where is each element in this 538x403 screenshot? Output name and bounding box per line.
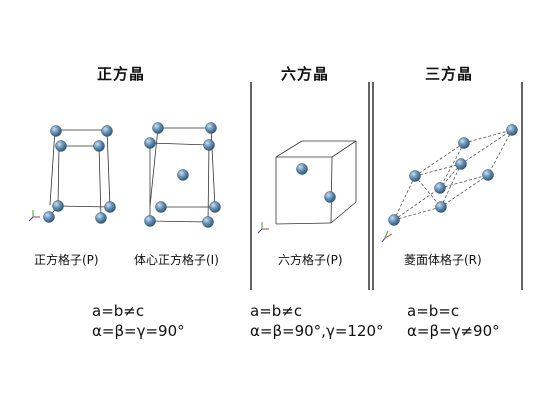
tetragonal-params: a=b≠c α=β=γ=90° bbox=[92, 301, 185, 341]
trigonal-params: a=b=c α=β=γ≠90° bbox=[407, 301, 500, 341]
atom-sphere-icon bbox=[482, 169, 494, 181]
hexagonal-params: a=b≠c α=β=90°,γ=120° bbox=[250, 301, 384, 341]
atom-sphere-icon bbox=[434, 182, 446, 194]
atom-sphere-icon bbox=[455, 158, 467, 170]
atom-sphere-icon bbox=[55, 140, 67, 152]
atom-sphere-icon bbox=[296, 163, 308, 175]
atom-sphere-icon bbox=[101, 125, 113, 137]
tetragonal-angle-relation: α=β=γ=90° bbox=[92, 322, 185, 340]
caption-rhombohedral: 菱面体格子(R) bbox=[404, 253, 482, 267]
atom-sphere-icon bbox=[409, 170, 421, 182]
atom-sphere-icon bbox=[324, 191, 336, 203]
tetragonal-title: 正方晶 bbox=[97, 65, 146, 83]
axis-triad-icon bbox=[257, 222, 269, 234]
caption-tetragonal-p: 正方格子(P) bbox=[34, 253, 99, 267]
atoms bbox=[43, 122, 518, 228]
trigonal-title: 三方晶 bbox=[425, 65, 474, 83]
atom-sphere-icon bbox=[435, 201, 447, 213]
atom-sphere-icon bbox=[52, 200, 64, 212]
atom-sphere-icon bbox=[458, 137, 470, 149]
tetragonal-p-cell bbox=[48, 129, 111, 219]
atom-sphere-icon bbox=[202, 216, 214, 228]
atom-sphere-icon bbox=[144, 137, 156, 149]
atom-sphere-icon bbox=[177, 169, 189, 181]
atom-sphere-icon bbox=[155, 201, 167, 213]
atom-sphere-icon bbox=[93, 140, 105, 152]
atom-sphere-icon bbox=[388, 214, 400, 226]
hexagonal-angle-relation: α=β=90°,γ=120° bbox=[250, 322, 384, 340]
caption-hexagonal-p: 六方格子(P) bbox=[278, 253, 343, 267]
trigonal-angle-relation: α=β=γ≠90° bbox=[407, 322, 500, 340]
atom-sphere-icon bbox=[144, 215, 156, 227]
axis-triad-icon bbox=[28, 210, 40, 222]
tetragonal-i-cell bbox=[149, 127, 216, 223]
caption-tetragonal-i: 体心正方格子(I) bbox=[134, 253, 219, 267]
atom-sphere-icon bbox=[152, 122, 164, 134]
trigonal-length-relation: a=b=c bbox=[407, 302, 460, 320]
atom-sphere-icon bbox=[506, 124, 518, 136]
atom-sphere-icon bbox=[205, 122, 217, 134]
atom-sphere-icon bbox=[209, 201, 221, 213]
atom-sphere-icon bbox=[104, 201, 116, 213]
atom-sphere-icon bbox=[95, 212, 107, 224]
hexagonal-length-relation: a=b≠c bbox=[250, 302, 303, 320]
atom-sphere-icon bbox=[43, 211, 55, 223]
atom-sphere-icon bbox=[50, 125, 62, 137]
tetragonal-length-relation: a=b≠c bbox=[92, 302, 145, 320]
atom-sphere-icon bbox=[203, 139, 215, 151]
hexagonal-cell bbox=[275, 140, 357, 225]
hexagonal-title: 六方晶 bbox=[281, 65, 330, 83]
axis-triad-icon bbox=[381, 230, 393, 243]
